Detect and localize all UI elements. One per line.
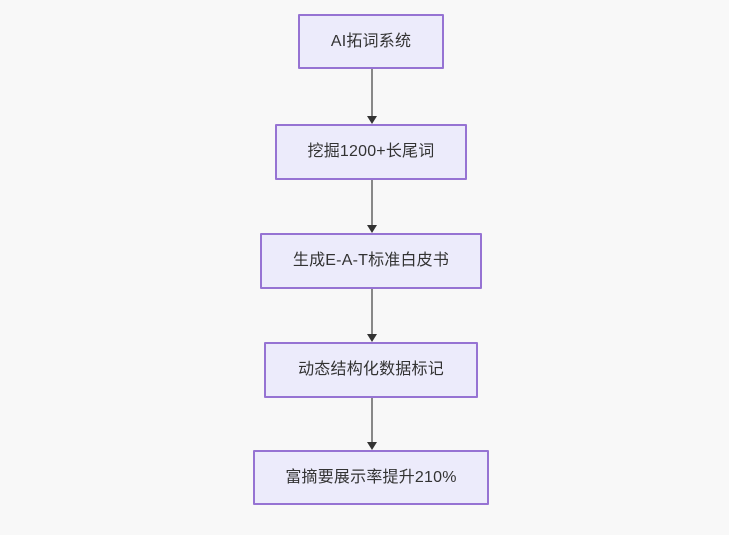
node-label: 富摘要展示率提升210% [285, 468, 457, 486]
edge-line [371, 180, 373, 225]
edge-line [371, 69, 373, 116]
flowchart-node-dynamic-structured-data-markup[interactable]: 动态结构化数据标记 [264, 342, 478, 398]
flowchart-node-generate-eat-whitepaper[interactable]: 生成E-A-T标准白皮书 [260, 233, 482, 289]
arrowhead-down-icon [367, 334, 377, 342]
arrowhead-down-icon [367, 225, 377, 233]
node-label: 动态结构化数据标记 [298, 361, 444, 378]
edge-line [371, 398, 373, 442]
flowchart-node-ai-keyword-system[interactable]: AI拓词系统 [298, 14, 444, 69]
flowchart-node-rich-snippet-impression-uplift[interactable]: 富摘要展示率提升210% [253, 450, 489, 505]
node-label: 生成E-A-T标准白皮书 [292, 252, 450, 269]
arrowhead-down-icon [367, 442, 377, 450]
node-label: 挖掘1200+长尾词 [307, 143, 435, 160]
node-label: AI拓词系统 [330, 32, 412, 50]
arrowhead-down-icon [367, 116, 377, 124]
edge-line [371, 289, 373, 334]
flowchart-node-mine-longtail-keywords[interactable]: 挖掘1200+长尾词 [275, 124, 467, 180]
